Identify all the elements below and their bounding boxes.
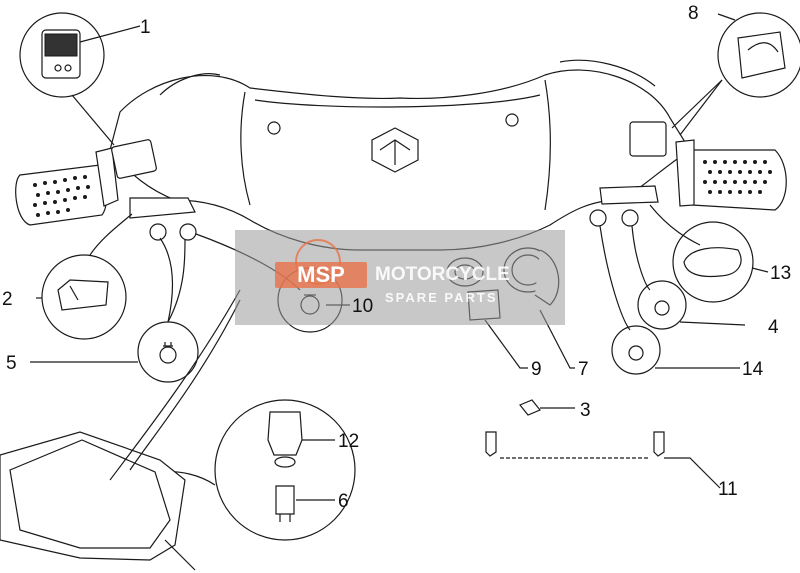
handlebar-cover [109,59,691,251]
part-3-bulb [519,399,575,416]
right-grip [675,139,787,211]
callout-4: 4 [768,317,779,338]
callout-2: 2 [2,289,13,310]
watermark-logo-text: MSP [297,262,345,287]
callout-9: 9 [531,359,542,380]
callout-6: 6 [338,491,349,512]
watermark: MSP MOTORCYCLE SPARE PARTS [235,230,565,325]
watermark-brand-line1: MOTORCYCLE [375,264,510,285]
watermark-logo-box [275,262,367,288]
part-1-switch [19,12,141,146]
left-grip [15,147,119,226]
callout-12: 12 [338,431,359,452]
callout-10: 10 [352,296,373,317]
part-8-switch [671,12,800,136]
part-2-switch [36,213,133,340]
callout-5: 5 [6,353,17,374]
part-11-bulbs [485,431,721,489]
callout-1: 1 [140,17,151,38]
part-5-bulb [30,237,199,383]
part-14-bulb [599,225,740,375]
callout-13: 13 [770,263,791,284]
part-12-6-group [159,399,356,541]
callout-11: 11 [718,479,738,500]
instrument-housing [0,289,241,571]
part-4-bulb [631,225,746,330]
callout-14: 14 [742,359,764,380]
callout-7: 7 [578,359,589,380]
watermark-brand-line2: SPARE PARTS [385,290,498,305]
callout-3: 3 [580,400,591,421]
callout-8: 8 [688,3,699,24]
part-13-lens [649,204,769,303]
